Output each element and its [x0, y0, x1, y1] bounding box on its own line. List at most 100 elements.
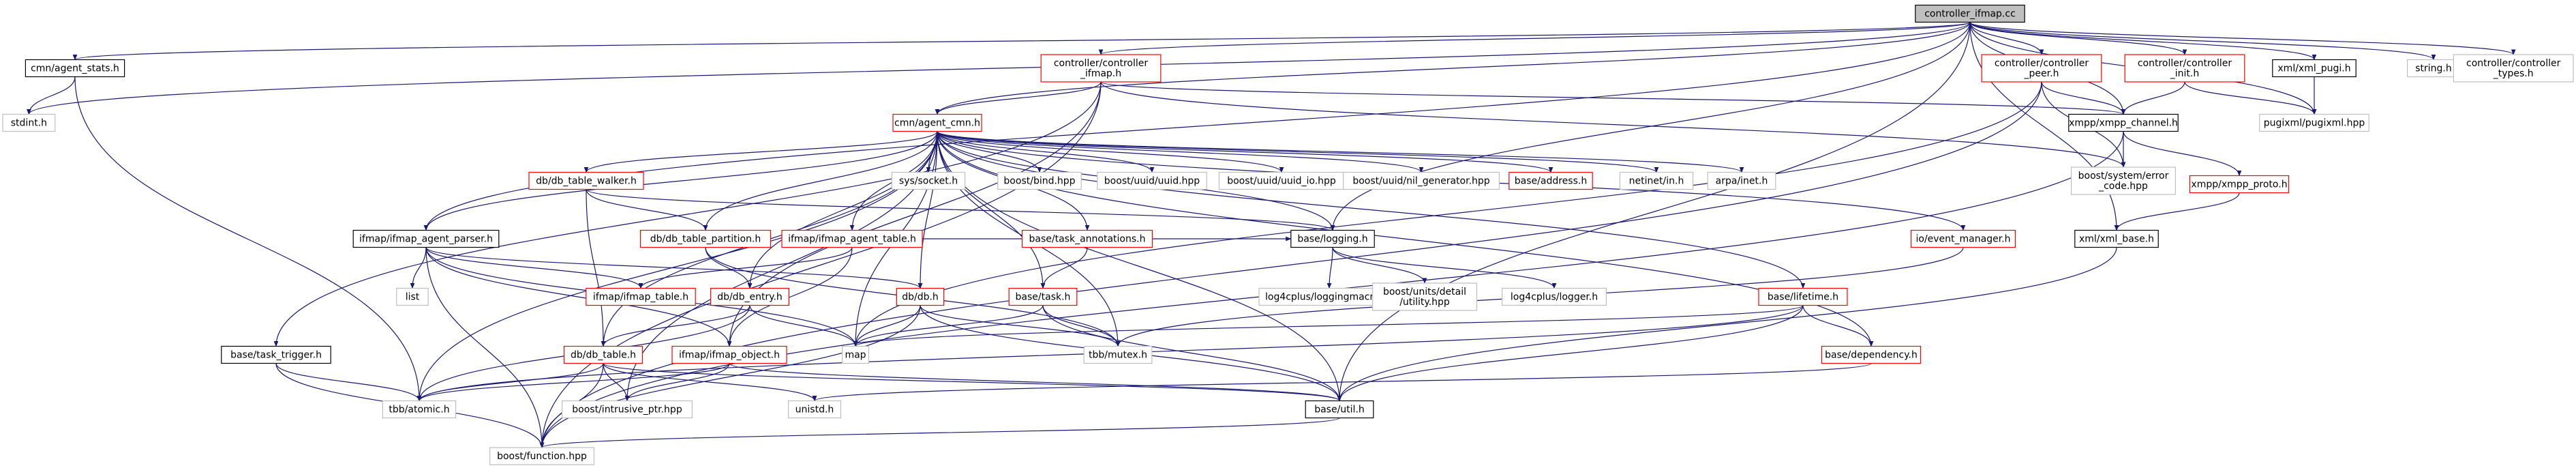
node-label: boost/uuid/uuid_io.hpp — [1227, 176, 1336, 187]
edge-db-table-walker-to-logging — [586, 188, 1335, 231]
node-box — [639, 229, 771, 248]
node-xmpp-channel[interactable]: xmpp/xmpp_channel.h — [2068, 113, 2179, 132]
node-box — [1008, 287, 1078, 306]
node-uuid[interactable]: boost/uuid/uuid.hpp — [1097, 171, 1207, 190]
node-pugixml[interactable]: pugixml/pugixml.hpp — [2259, 113, 2369, 132]
node-agent-stats[interactable]: cmn/agent_stats.h — [25, 59, 125, 78]
node-function[interactable]: boost/function.hpp — [489, 447, 594, 465]
edge-task-to-tbb-mutex — [1042, 305, 1121, 347]
node-label: base/dependency.h — [1825, 350, 1918, 361]
node-tbb-mutex[interactable]: tbb/mutex.h — [1083, 345, 1153, 364]
node-label: base/task_annotations.h — [1029, 234, 1146, 245]
node-list[interactable]: list — [396, 287, 429, 306]
node-label: ifmap/ifmap_agent_table.h — [788, 234, 916, 245]
edge-lifetime-to-util — [1337, 305, 1804, 402]
edge-ctrl-ifmap-to-task-trigger — [273, 81, 1102, 347]
node-task[interactable]: base/task.h — [1008, 287, 1078, 306]
edge-root-to-ctrl-types — [1969, 21, 2516, 55]
edge-root-to-stdint — [27, 22, 1971, 115]
edge-logging-to-log-logger — [1332, 247, 1557, 289]
node-label: boost/intrusive_ptr.hpp — [572, 405, 682, 416]
node-root[interactable]: controller_ifmap.cc — [1915, 4, 2025, 23]
node-box — [1981, 54, 2102, 83]
node-intrusive[interactable]: boost/intrusive_ptr.hpp — [561, 400, 693, 419]
node-box — [2074, 229, 2159, 248]
node-error-code[interactable]: boost/system/error_code.hpp — [2071, 166, 2177, 195]
edge-db-table-to-intrusive — [603, 363, 630, 402]
node-ifmap-object[interactable]: ifmap/ifmap_object.h — [671, 345, 787, 364]
node-label: controller/controller — [1054, 58, 1149, 69]
node-db-h[interactable]: db/db.h — [896, 287, 945, 306]
node-tbb-atomic[interactable]: tbb/atomic.h — [382, 400, 457, 419]
node-logging[interactable]: base/logging.h — [1290, 229, 1375, 248]
node-label: string.h — [2415, 63, 2452, 74]
node-dependency[interactable]: base/dependency.h — [1821, 345, 1922, 364]
node-task-annot[interactable]: base/task_annotations.h — [1021, 229, 1153, 248]
edge-agent-cmn-to-netinet — [937, 130, 1659, 173]
node-ctrl-ifmap[interactable]: controller/controller_ifmap.h — [1040, 54, 1162, 83]
edge-db-table-to-util — [603, 362, 1342, 402]
edge-db-entry-to-map — [749, 305, 858, 347]
edge-ifmap-object-to-intrusive — [624, 363, 730, 402]
node-label: pugixml/pugixml.hpp — [2264, 118, 2365, 129]
node-sys-socket[interactable]: sys/socket.h — [891, 171, 966, 190]
node-arpa[interactable]: arpa/inet.h — [1707, 171, 1776, 190]
node-ctrl-peer[interactable]: controller/controller_peer.h — [1981, 54, 2102, 83]
edge-ctrl-init-to-pugixml — [2184, 81, 2317, 115]
node-label: base/task.h — [1016, 292, 1071, 303]
node-unistd[interactable]: unistd.h — [787, 400, 841, 419]
node-db-partition[interactable]: db/db_table_partition.h — [639, 229, 771, 248]
node-ifmap-parser[interactable]: ifmap/ifmap_agent_parser.h — [352, 229, 500, 248]
node-uuid-io[interactable]: boost/uuid/uuid_io.hpp — [1218, 171, 1345, 190]
node-event-mgr[interactable]: io/event_manager.h — [1911, 229, 2016, 248]
node-label: base/lifetime.h — [1768, 292, 1838, 303]
node-box — [1911, 229, 2016, 248]
edge-ctrl-init-to-xmpp-channel — [2121, 81, 2185, 115]
node-label: boost/uuid/uuid.hpp — [1104, 176, 1200, 187]
node-label: cmn/agent_stats.h — [31, 63, 119, 74]
node-agent-cmn[interactable]: cmn/agent_cmn.h — [892, 113, 982, 132]
node-nil-gen[interactable]: boost/uuid/nil_generator.hpp — [1342, 171, 1500, 190]
node-ctrl-init[interactable]: controller/controller_init.h — [2124, 54, 2245, 83]
node-lifetime[interactable]: base/lifetime.h — [1758, 287, 1848, 306]
node-db-table-walker[interactable]: db/db_table_walker.h — [528, 171, 644, 190]
edge-root-to-ctrl-init — [1969, 22, 2187, 55]
node-label: _init.h — [2170, 68, 2199, 79]
edge-root-to-ctrl-peer — [1969, 22, 2044, 55]
node-ifmap-agent-table[interactable]: ifmap/ifmap_agent_table.h — [781, 229, 923, 248]
node-task-trigger[interactable]: base/task_trigger.h — [221, 345, 331, 364]
node-db-table[interactable]: db/db_table.h — [563, 345, 643, 364]
edge-agent-cmn-to-uuid — [937, 131, 1155, 173]
edge-ifmap-parser-to-db-h — [425, 246, 923, 289]
node-util[interactable]: base/util.h — [1305, 400, 1374, 419]
edge-agent-cmn-to-address — [937, 130, 1554, 173]
node-box — [1758, 287, 1848, 306]
edge-ifmap-agent-table-to-ifmap-object — [727, 247, 853, 347]
node-address[interactable]: base/address.h — [1509, 171, 1593, 190]
node-boost-bind[interactable]: boost/bind.hpp — [997, 171, 1082, 190]
node-stdint[interactable]: stdint.h — [2, 113, 56, 132]
edge-dependency-to-unistd — [813, 362, 1872, 402]
node-units[interactable]: boost/units/detail/utility.hpp — [1372, 282, 1477, 311]
node-label: list — [406, 292, 420, 303]
node-xmpp-proto[interactable]: xmpp/xmpp_proto.h — [2189, 175, 2290, 194]
node-ifmap-table[interactable]: ifmap/ifmap_table.h — [586, 287, 696, 306]
edge-db-h-to-map — [853, 305, 921, 347]
edge-db-table-walker-to-db-partition — [586, 189, 708, 231]
node-box — [1040, 54, 1162, 83]
node-label: map — [845, 350, 866, 361]
node-xml-pugi[interactable]: xml/xml_pugi.h — [2272, 59, 2357, 78]
node-xml-base[interactable]: xml/xml_base.h — [2074, 229, 2159, 248]
node-label: log4cplus/logger.h — [1511, 292, 1598, 303]
node-log-logger[interactable]: log4cplus/logger.h — [1502, 287, 1607, 306]
node-label: _ifmap.h — [1080, 68, 1121, 79]
node-string[interactable]: string.h — [2407, 59, 2461, 78]
node-db-entry[interactable]: db/db_entry.h — [710, 287, 789, 306]
node-box — [561, 400, 693, 419]
node-netinet[interactable]: netinet/in.h — [1619, 171, 1694, 190]
node-box — [1915, 4, 2025, 23]
edge-agent-stats-to-stdint — [27, 76, 76, 115]
node-ctrl-types[interactable]: controller/controller_types.h — [2453, 54, 2574, 83]
node-label: xmpp/xmpp_channel.h — [2069, 118, 2178, 129]
node-map[interactable]: map — [841, 345, 869, 364]
